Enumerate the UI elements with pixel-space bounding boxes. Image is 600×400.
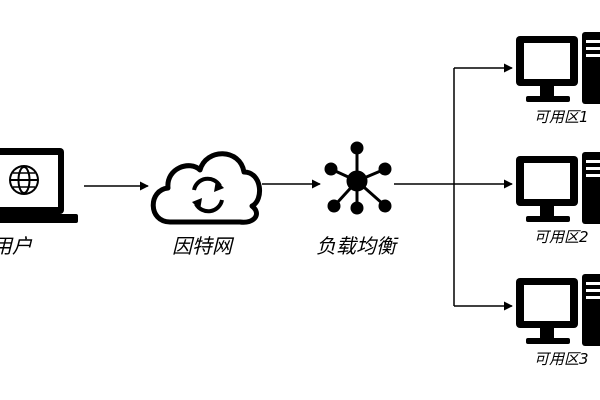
load-balancer-label: 负载均衡: [316, 234, 396, 258]
laptop-globe-icon: [0, 148, 78, 223]
user-label: 用户: [0, 234, 32, 258]
cloud-sync-icon: [150, 151, 262, 225]
branch-connectors: [394, 63, 513, 311]
desktop-computer-icon: [516, 274, 600, 346]
zone-1-label: 可用区1: [534, 108, 589, 126]
hub-network-icon: [324, 141, 392, 215]
desktop-computer-icon: [516, 152, 600, 224]
zone-2-label: 可用区2: [534, 228, 589, 246]
zone-3-label: 可用区3: [534, 350, 589, 368]
internet-label: 因特网: [172, 234, 232, 258]
desktop-computer-icon: [516, 32, 600, 104]
